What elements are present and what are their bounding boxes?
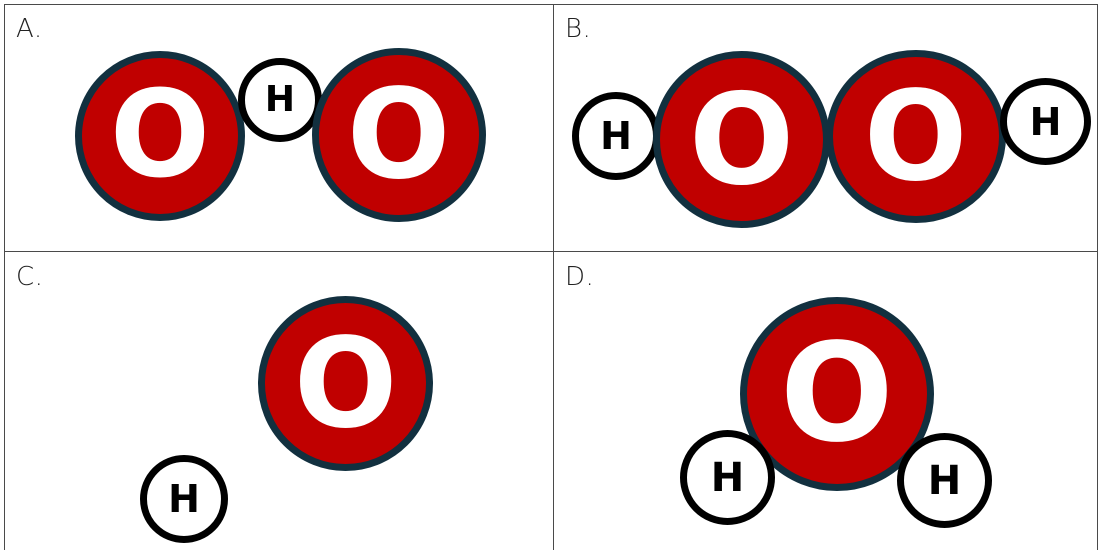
panel-a-oxygen-atom-left: O — [75, 51, 245, 221]
panel-a-oxygen-symbol-right: O — [347, 63, 451, 207]
panel-d-hydrogen-atom-left: H — [680, 430, 775, 525]
panel-b-hydrogen-atom-right: H — [1000, 78, 1091, 165]
option-grid — [4, 4, 1098, 550]
panel-c-label: C. — [16, 262, 44, 292]
panel-d-oxygen-symbol: O — [780, 315, 894, 473]
grid-divider-vertical — [553, 4, 554, 550]
panel-a-hydrogen-atom: H — [238, 58, 322, 142]
panel-c-oxygen-atom: O — [258, 296, 433, 471]
panel-b-hydrogen-symbol-left: H — [600, 114, 632, 158]
panel-b-hydrogen-symbol-right: H — [1029, 99, 1062, 144]
panel-c-hydrogen-symbol: H — [168, 477, 200, 521]
grid-divider-horizontal — [4, 251, 1098, 252]
panel-b-oxygen-symbol-right: O — [864, 64, 968, 209]
panel-b-oxygen-symbol-left: O — [689, 65, 794, 213]
panel-d-label: D. — [565, 262, 595, 292]
panel-a-oxygen-atom-right: O — [312, 48, 486, 222]
panel-a-hydrogen-symbol: H — [264, 79, 296, 120]
panel-a-label: A. — [16, 14, 43, 44]
panel-c-hydrogen-atom: H — [140, 455, 228, 543]
panel-d-hydrogen-symbol-right: H — [927, 457, 962, 504]
panel-b-hydrogen-atom-left: H — [572, 92, 660, 180]
panel-c-oxygen-symbol: O — [293, 311, 398, 456]
panel-a-oxygen-symbol-left: O — [110, 66, 210, 205]
panel-d-hydrogen-atom-right: H — [897, 433, 992, 528]
panel-b-oxygen-atom-left: O — [653, 51, 830, 228]
panel-b-oxygen-atom-right: O — [826, 50, 1006, 223]
panel-b-label: B. — [565, 14, 592, 44]
panel-d-hydrogen-symbol-left: H — [710, 454, 745, 501]
